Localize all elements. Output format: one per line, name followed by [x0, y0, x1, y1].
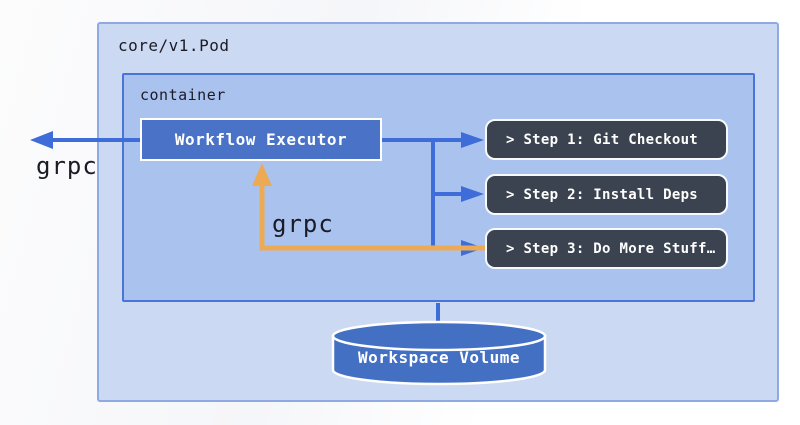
grpc-label-inner: grpc: [272, 210, 334, 238]
workflow-executor-node: Workflow Executor: [140, 118, 382, 161]
step-node-3: > Step 3: Do More Stuff…: [485, 228, 728, 269]
pod-label: core/v1.Pod: [118, 36, 230, 55]
workspace-volume-label: Workspace Volume: [357, 348, 521, 367]
step-node-1: > Step 1: Git Checkout: [485, 119, 728, 160]
arrowhead-left-icon: [30, 131, 53, 149]
grpc-label-left: grpc: [36, 152, 98, 180]
step-node-2: > Step 2: Install Deps: [485, 174, 728, 215]
container-label: container: [140, 86, 226, 104]
